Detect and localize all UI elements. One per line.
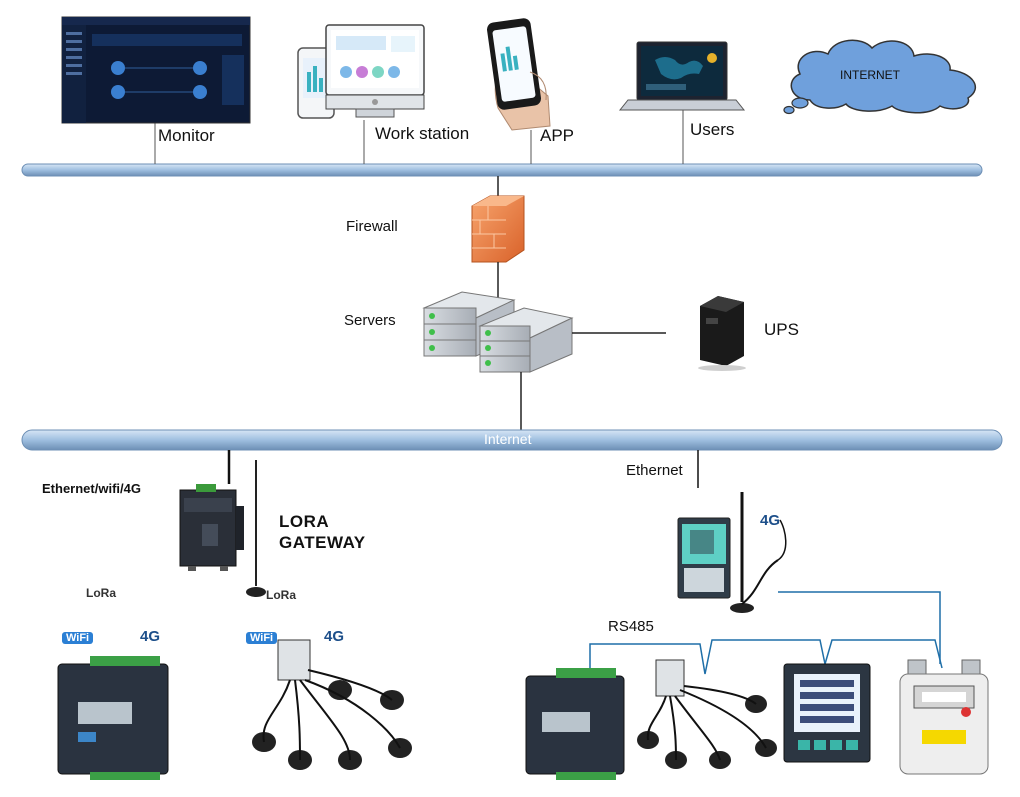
firewall-label: Firewall (346, 218, 398, 235)
lora-badge-left: LoRa (86, 586, 116, 600)
4g-antenna-icon (730, 492, 787, 613)
ct-clamps-left-icon (252, 639, 412, 770)
users-label: Users (690, 120, 735, 139)
concentrator-icon (677, 517, 731, 599)
internet-cloud-label: INTERNET (840, 68, 900, 82)
4g-badge-middle: 4G (324, 628, 345, 645)
ct-clamps-right-icon (637, 659, 777, 769)
ethernet-wifi-4g-label: Ethernet/wifi/4G (42, 481, 141, 496)
app-label: APP (540, 126, 575, 145)
servers-label: Servers (344, 312, 396, 329)
internet-bus (21, 429, 1003, 451)
gas-meter-icon (899, 659, 989, 775)
monitor-icon (61, 16, 251, 124)
ethernet-label: Ethernet (626, 462, 683, 479)
lora-gateway-label-line2: GATEWAY (279, 533, 366, 552)
wifi-badge-left: WiFi (62, 632, 94, 644)
firewall-icon (471, 195, 525, 263)
monitor-label: Monitor (158, 126, 215, 145)
servers-icon (422, 291, 574, 373)
din-meter-left-icon (57, 656, 169, 780)
users-laptop-icon (618, 41, 746, 111)
power-analyzer-icon (783, 663, 871, 763)
lora-badge-right: LoRa (266, 588, 296, 602)
lora-antenna-icon (246, 460, 266, 597)
internet-cloud-icon (783, 39, 976, 115)
din-meter-right-icon (525, 668, 625, 780)
internet-bus-label: Internet (484, 431, 532, 447)
rs485-wiring (589, 591, 943, 675)
app-phone-icon (486, 18, 551, 131)
4g-badge-right: 4G (760, 512, 781, 529)
rs485-label: RS485 (608, 618, 654, 635)
ups-icon (698, 296, 746, 371)
top-network-bus (21, 163, 983, 177)
lora-gateway-icon (179, 484, 244, 571)
workstation-icon (297, 24, 425, 119)
lora-gateway-label-line1: LORA (279, 512, 330, 531)
wifi-badge-right: WiFi (246, 632, 278, 644)
workstation-label: Work station (375, 124, 470, 143)
4g-badge-left: 4G (140, 628, 161, 645)
ups-label: UPS (764, 320, 799, 339)
